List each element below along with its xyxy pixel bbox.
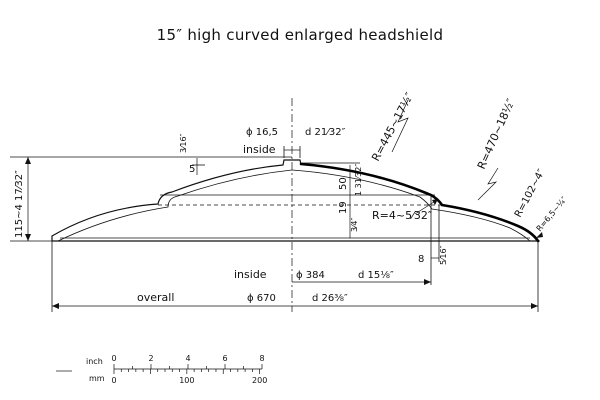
label-3-4: 3⁄4″ — [350, 217, 359, 232]
label-115: 115~4 17⁄32″ — [14, 170, 25, 238]
label-phi-670: ϕ 670 — [247, 293, 276, 304]
shield-inner-line-right — [291, 169, 531, 242]
label-8: 8 — [418, 254, 424, 265]
arrow-r-4 — [432, 199, 438, 205]
scale-inch-tick-label: 6 — [222, 354, 227, 363]
scale-inch-tick-labels: 0 2 4 6 8 — [111, 354, 264, 363]
shield-profile-right — [299, 162, 540, 243]
label-50: 50 — [338, 177, 349, 190]
label-r-4: R=4~5⁄32″ — [372, 209, 432, 222]
label-5-16: 5⁄16″ — [439, 245, 448, 265]
label-overall: overall — [137, 291, 174, 304]
leader-r-4 — [414, 199, 438, 215]
arrow-overall-left — [52, 303, 59, 309]
scale-mm-label: mm — [89, 374, 105, 383]
arrow-inside-right — [424, 279, 431, 285]
label-5: 5 — [189, 164, 195, 175]
scale-inch-tick-label: 8 — [259, 354, 264, 363]
drawing-title: 15″ high curved enlarged headshield — [157, 26, 444, 44]
scale-inch-tick-label: 4 — [185, 354, 190, 363]
label-r-6-5: R=6,5~¼″ — [535, 195, 569, 233]
scale-mm-tick-label: 0 — [111, 376, 116, 385]
arrow-height-bottom — [25, 234, 31, 241]
label-d-26-3-8: d 26⅜″ — [312, 293, 348, 304]
scale-inch-ticks — [113, 364, 263, 369]
label-d-15-1-8: d 15⅛″ — [358, 270, 394, 281]
scale-mm-tick-label: 200 — [252, 376, 267, 385]
label-3-16: 3⁄16″ — [179, 133, 188, 153]
scale-mm-ticks — [113, 369, 261, 374]
scale-mm-tick-labels: 0 100 200 — [111, 376, 267, 385]
arrow-height-top — [25, 157, 31, 164]
scale-inch-label: inch — [86, 357, 103, 366]
label-r-102: R=102~4″ — [513, 167, 548, 219]
label-inside-top: inside — [243, 143, 276, 156]
label-d-21-32: d 21⁄32″ — [305, 127, 346, 138]
label-1-31-32: 1 31⁄32″ — [354, 164, 363, 196]
scale-bar: inch mm 0 2 4 6 8 0 100 200 — [56, 354, 267, 385]
scale-inch-tick-label: 2 — [148, 354, 153, 363]
shield-inner-line — [57, 169, 293, 242]
leader-r-445 — [391, 99, 409, 153]
label-19: 19 — [338, 201, 349, 214]
label-phi-16-5: ϕ 16,5 — [246, 127, 278, 138]
scale-inch-tick-label: 0 — [111, 354, 116, 363]
scale-mm-tick-label: 100 — [179, 376, 194, 385]
label-phi-384: ϕ 384 — [296, 270, 325, 281]
arrow-overall-right — [531, 303, 538, 309]
label-r-470: R=470~18½″ — [475, 97, 518, 172]
label-r-445: R=445~17½″ — [369, 90, 416, 163]
shield-outline-left — [51, 159, 302, 241]
label-inside-bottom: inside — [234, 268, 267, 281]
arrow-r-6-5 — [536, 232, 543, 238]
leader-r-470 — [477, 167, 499, 201]
